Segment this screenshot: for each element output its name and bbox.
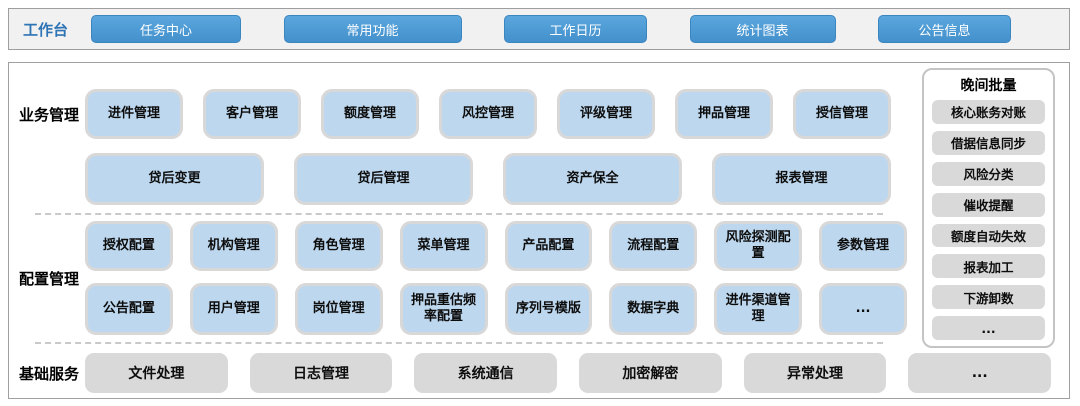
topbar-button-group: 任务中心 常用功能 工作日历 统计图表 公告信息	[91, 15, 1011, 43]
config-row-2: 公告配置 用户管理 岗位管理 押品重估频率配置 序列号模版 数据字典 进件渠道管…	[85, 283, 907, 335]
base-service-module: 日志管理	[249, 353, 393, 393]
business-module: 额度管理	[321, 89, 419, 139]
topbar-tab-statistics-charts[interactable]: 统计图表	[689, 15, 836, 43]
night-batch-item: 催收提醒	[932, 192, 1045, 217]
config-module: 流程配置	[609, 221, 698, 271]
config-module: 机构管理	[189, 221, 278, 271]
business-module: 进件管理	[85, 89, 183, 139]
business-module: 贷后变更	[85, 153, 264, 205]
base-services-row: 文件处理 日志管理 系统通信 加密解密 异常处理 ...	[85, 353, 1052, 393]
workbench-label: 工作台	[23, 20, 69, 39]
config-module-more: ...	[819, 283, 907, 335]
main-panel: 业务管理 配置管理 基础服务 进件管理 客户管理 额度管理 风控管理 评级管理 …	[8, 62, 1070, 399]
night-batch-item: 风险分类	[932, 161, 1045, 186]
config-module: 岗位管理	[294, 283, 383, 335]
night-batch-item: 下游卸数	[932, 285, 1045, 310]
base-service-module-more: ...	[908, 353, 1052, 393]
config-module: 押品重估频率配置	[399, 283, 488, 335]
config-row-1: 授权配置 机构管理 角色管理 菜单管理 产品配置 流程配置 风险探测配置 参数管…	[85, 221, 907, 271]
config-module: 数据字典	[609, 283, 698, 335]
base-service-module: 文件处理	[85, 353, 228, 393]
topbar-tab-task-center[interactable]: 任务中心	[91, 15, 241, 43]
business-module: 风控管理	[439, 89, 537, 139]
business-row-2: 贷后变更 贷后管理 资产保全 报表管理	[85, 153, 891, 205]
business-module: 评级管理	[557, 89, 655, 139]
config-module: 进件渠道管理	[714, 283, 803, 335]
config-module: 序列号模版	[504, 283, 593, 335]
config-module: 参数管理	[819, 221, 907, 271]
section-label-config-management: 配置管理	[19, 269, 80, 288]
section-label-base-services: 基础服务	[19, 364, 80, 383]
night-batch-item: 报表加工	[932, 254, 1045, 279]
section-divider	[35, 213, 883, 215]
section-divider	[35, 342, 883, 344]
config-module: 公告配置	[85, 283, 173, 335]
night-batch-item-more: ...	[932, 316, 1045, 340]
business-module: 报表管理	[712, 153, 891, 205]
config-module: 风险探测配置	[714, 221, 803, 271]
business-module: 押品管理	[675, 89, 773, 139]
night-batch-item: 核心账务对账	[932, 100, 1045, 124]
base-service-module: 异常处理	[743, 353, 887, 393]
topbar-tab-work-calendar[interactable]: 工作日历	[504, 15, 647, 43]
night-batch-item: 借据信息同步	[932, 130, 1045, 155]
business-module: 资产保全	[503, 153, 682, 205]
night-batch-item: 额度自动失效	[932, 223, 1045, 248]
workbench-topbar: 工作台 任务中心 常用功能 工作日历 统计图表 公告信息	[8, 8, 1070, 50]
topbar-tab-common-functions[interactable]: 常用功能	[283, 15, 462, 43]
business-module: 贷后管理	[294, 153, 473, 205]
business-row-1: 进件管理 客户管理 额度管理 风控管理 评级管理 押品管理 授信管理	[85, 89, 891, 139]
config-module: 角色管理	[294, 221, 383, 271]
business-module: 客户管理	[203, 89, 301, 139]
base-service-module: 加密解密	[579, 353, 722, 393]
config-module: 菜单管理	[399, 221, 488, 271]
base-service-module: 系统通信	[414, 353, 558, 393]
business-module: 授信管理	[793, 89, 891, 139]
config-module: 产品配置	[504, 221, 593, 271]
night-batch-list: 核心账务对账 借据信息同步 风险分类 催收提醒 额度自动失效 报表加工 下游卸数…	[932, 100, 1045, 340]
config-module: 授权配置	[85, 221, 173, 271]
night-batch-panel: 晚间批量 核心账务对账 借据信息同步 风险分类 催收提醒 额度自动失效 报表加工…	[922, 68, 1055, 348]
night-batch-title: 晚间批量	[960, 78, 1017, 94]
section-label-business-management: 业务管理	[19, 105, 80, 124]
config-module: 用户管理	[189, 283, 278, 335]
topbar-tab-announcements[interactable]: 公告信息	[878, 15, 1011, 43]
